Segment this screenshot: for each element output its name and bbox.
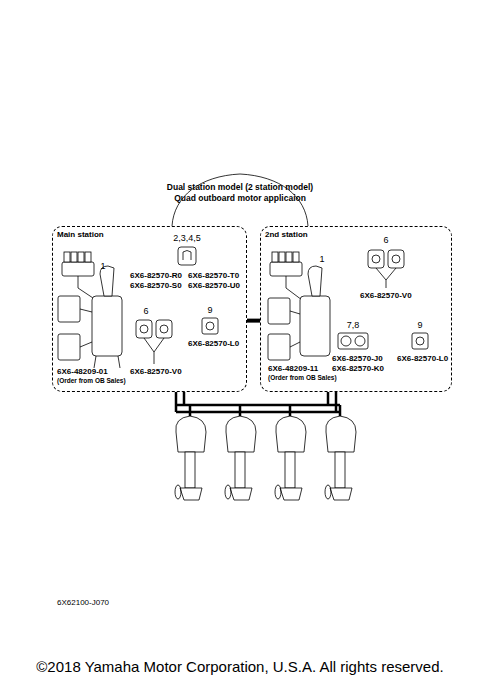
bus-wire <box>176 405 340 412</box>
ecu-module <box>58 334 80 360</box>
diagram-title: Dual station model (2 station model) Qua… <box>165 182 315 204</box>
part-number: 6X6-48209-11 <box>268 365 318 373</box>
harness-wire <box>376 268 396 288</box>
outboard-lower-unit <box>280 488 302 500</box>
callout-number: 9 <box>417 321 422 330</box>
callout-number: 1 <box>319 255 324 264</box>
ecu-module <box>268 298 290 324</box>
stop-switch <box>412 333 428 349</box>
part-number: 6X6-82570-V0 <box>130 368 182 376</box>
key-switch <box>140 325 148 333</box>
callout-number: 6 <box>143 307 148 316</box>
switch-pair <box>338 333 368 349</box>
ecu-module <box>268 334 290 360</box>
part-number: 6X6-82570-L0 <box>397 355 448 363</box>
switch-key <box>85 252 91 262</box>
switch-key <box>64 252 70 262</box>
part-number: 6X6-82570-J0 <box>332 355 383 363</box>
harness-wire <box>78 276 96 300</box>
outboard-cowling <box>276 416 306 452</box>
key-switch <box>160 325 168 333</box>
outboard-propeller <box>275 485 281 499</box>
part-number: 6X6-82570-S0 <box>130 282 182 290</box>
station-heading: 2nd station <box>265 230 308 239</box>
ecu-module <box>58 296 80 322</box>
switch-key <box>293 252 299 262</box>
station-heading: Main station <box>57 230 104 239</box>
switch-pair <box>341 336 351 346</box>
outboard-cowling <box>326 416 356 452</box>
order-note: (Order from OB Sales) <box>57 378 126 385</box>
key-switch <box>368 250 384 268</box>
outboard-propeller <box>175 485 181 499</box>
outboard-shaft <box>285 452 295 488</box>
part-number: 6X6-82570-K0 <box>332 365 384 373</box>
outboard-shaft <box>235 452 245 488</box>
switch-panel <box>270 262 302 276</box>
switch-pair <box>355 336 365 346</box>
stop-switch <box>206 322 214 330</box>
harness-wire <box>286 276 302 300</box>
diagram-code: 6X62100-J070 <box>57 599 109 607</box>
part-number: 6X6-82570-T0 <box>188 272 239 280</box>
control-lever-handle <box>308 266 322 296</box>
callout-number: 1 <box>100 262 105 271</box>
key-switch <box>388 250 404 268</box>
callout-number: 6 <box>383 236 388 245</box>
callout-number: 7,8 <box>347 321 360 330</box>
key-switch <box>136 320 152 338</box>
key-switch <box>156 320 172 338</box>
outboard-cowling <box>176 416 206 452</box>
part-number: 6X6-82570-U0 <box>188 282 240 290</box>
part-number: 6X6-82570-R0 <box>130 272 182 280</box>
switch-key <box>78 252 84 262</box>
outboard-lower-unit <box>330 488 352 500</box>
outboard-propeller <box>325 485 331 499</box>
harness-wire <box>80 309 92 347</box>
outboard-propeller <box>225 485 231 499</box>
switch-key <box>71 252 77 262</box>
bus-wire <box>190 405 340 418</box>
stop-switch <box>202 318 218 334</box>
switch-panel <box>62 262 94 276</box>
key-switch <box>392 255 400 263</box>
station-link <box>247 319 260 323</box>
control-lever-body <box>92 296 122 356</box>
callout-number: 2,3,4,5 <box>173 234 201 243</box>
switch-key <box>286 252 292 262</box>
outboard-shaft <box>185 452 195 488</box>
switch-key <box>272 252 278 262</box>
part-number: 6X6-48209-01 <box>57 368 108 376</box>
outboard-lower-unit <box>230 488 252 500</box>
bus-wire <box>176 392 336 412</box>
outboard-shaft <box>335 452 345 488</box>
switch-icon <box>178 247 196 265</box>
part-number: 6X6-82570-L0 <box>188 340 239 348</box>
order-note: (Order from OB Sales) <box>268 375 337 382</box>
copyright-caption: ©2018 Yamaha Motor Corporation, U.S.A. A… <box>0 658 480 675</box>
harness-wire <box>144 338 164 364</box>
stop-switch <box>416 337 424 345</box>
switch-key <box>279 252 285 262</box>
part-number: 6X6-82570-V0 <box>360 292 412 300</box>
callout-number: 9 <box>207 306 212 315</box>
key-switch <box>372 255 380 263</box>
harness-wire <box>290 311 300 347</box>
control-lever-body <box>300 296 330 356</box>
switch-icon <box>183 251 191 261</box>
harness-wire <box>94 356 120 368</box>
outboard-lower-unit <box>180 488 202 500</box>
outboard-cowling <box>226 416 256 452</box>
